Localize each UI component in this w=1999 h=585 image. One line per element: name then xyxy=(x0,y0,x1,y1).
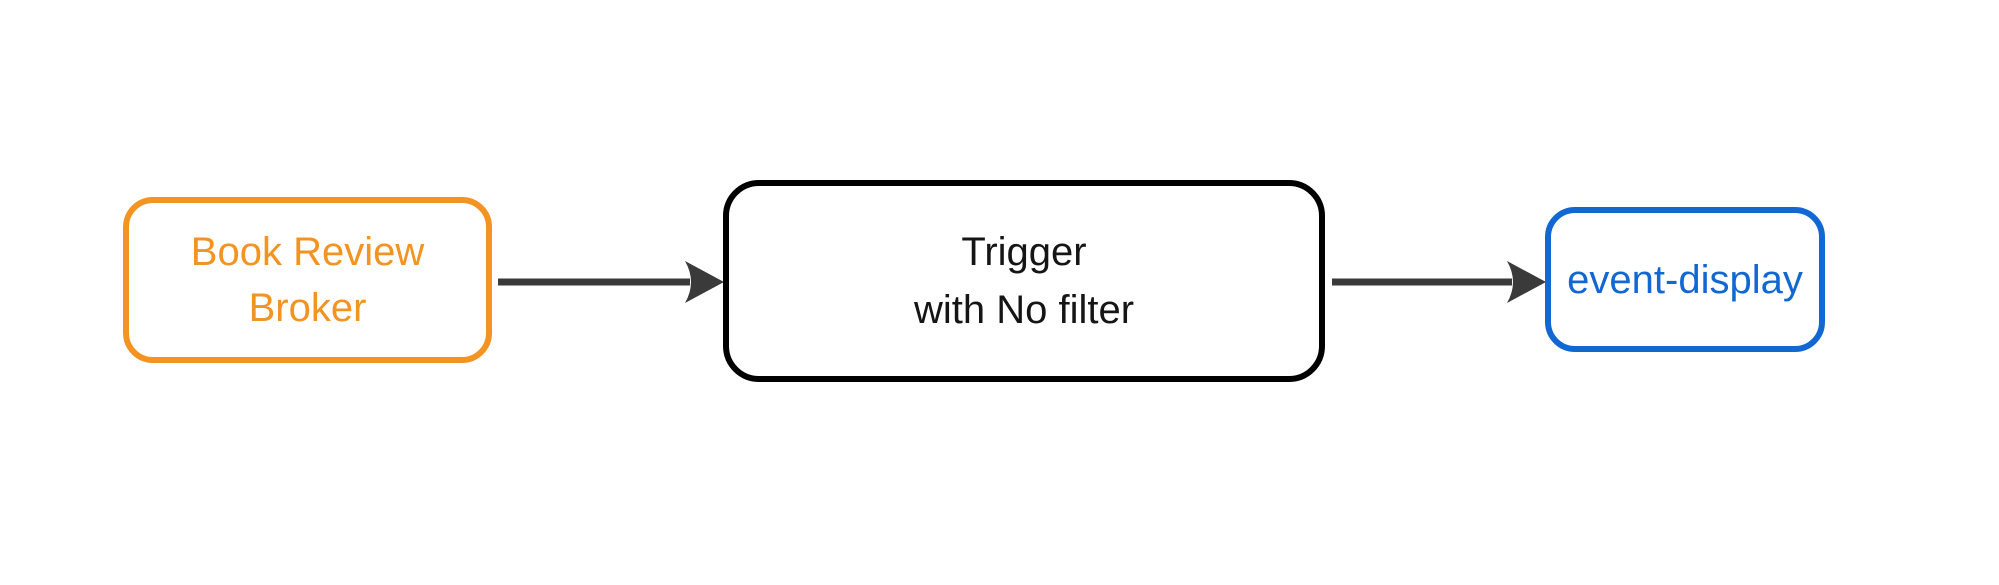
node-label-line: Trigger xyxy=(961,230,1087,274)
node-label-line: Broker xyxy=(248,286,367,330)
node-trigger-no-filter: Trigger with No filter xyxy=(723,180,1325,382)
node-label-line: event-display xyxy=(1567,257,1803,302)
arrow-right-icon xyxy=(1332,261,1546,303)
edge-broker-to-trigger xyxy=(494,260,724,304)
node-event-display: event-display xyxy=(1545,207,1825,352)
edge-trigger-to-event-display xyxy=(1330,260,1546,304)
node-label-line: Book Review xyxy=(190,230,425,274)
node-book-review-broker: Book Review Broker xyxy=(123,197,492,363)
node-label-line: with No filter xyxy=(913,288,1135,332)
arrow-right-icon xyxy=(498,261,724,303)
